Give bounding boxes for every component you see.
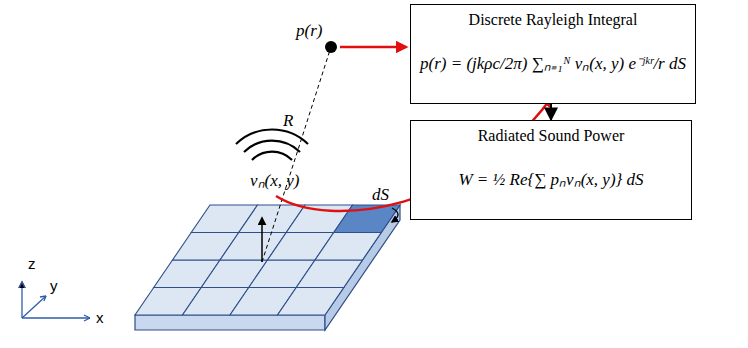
distance-label: R bbox=[283, 112, 293, 129]
red-leader bbox=[340, 46, 406, 49]
formula: W = ½ Re{∑ pₙvₙ(x, y)} dS bbox=[411, 167, 691, 190]
plate-front bbox=[135, 315, 325, 330]
distance-line bbox=[262, 50, 330, 262]
box-title: Radiated Sound Power bbox=[411, 127, 691, 145]
field-point bbox=[325, 41, 337, 53]
flow-arrow bbox=[550, 104, 552, 120]
sound-waves bbox=[236, 130, 308, 160]
plate bbox=[135, 205, 400, 330]
area-label: dS bbox=[372, 186, 389, 203]
axis-label: z bbox=[28, 256, 36, 271]
plate-cell bbox=[315, 233, 381, 261]
formula: p(r) = (jkρc/2π) ∑ₙ₌₁ᴺ vₙ(x, y) e⁻ʲᵏʳ/r … bbox=[411, 51, 695, 74]
plate-cell bbox=[278, 288, 344, 316]
area-pointer bbox=[392, 208, 398, 222]
velocity-arrow bbox=[261, 218, 263, 262]
process-box: Radiated Sound Power W = ½ Re{∑ pₙvₙ(x, y… bbox=[410, 120, 692, 220]
axis-label: x bbox=[96, 310, 104, 325]
process-box: Discrete Rayleigh Integral p(r) = (jkρc/2… bbox=[410, 4, 696, 104]
axis-label: y bbox=[50, 278, 58, 293]
plate-cell bbox=[296, 260, 362, 288]
point-label: p(r) bbox=[296, 22, 322, 39]
velocity-label: vₙ(x, y) bbox=[250, 172, 299, 189]
box-title: Discrete Rayleigh Integral bbox=[411, 11, 695, 29]
